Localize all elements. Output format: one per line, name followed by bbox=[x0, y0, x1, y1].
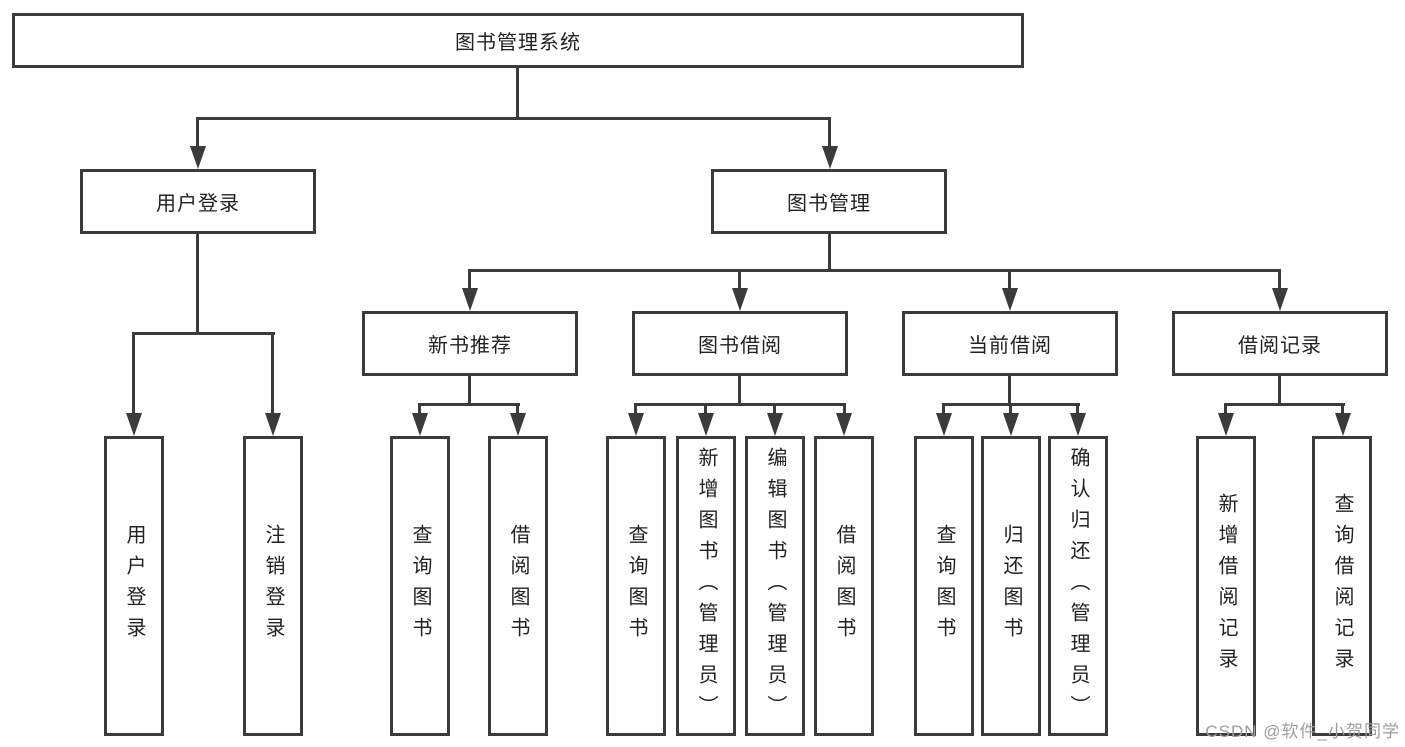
connector-line bbox=[271, 332, 274, 414]
connector-line bbox=[738, 374, 741, 405]
connector-line bbox=[468, 374, 471, 405]
arrowhead-icon bbox=[1218, 413, 1234, 436]
connector-line bbox=[704, 403, 707, 415]
arrowhead-icon bbox=[412, 413, 428, 436]
csdn-watermark: CSDN @软件_小贺同学 bbox=[1205, 722, 1400, 741]
arrowhead-icon bbox=[1070, 413, 1086, 436]
leaf-records-add-record-label: 新增借阅记录 bbox=[1215, 493, 1237, 679]
node-user-login-label: 用户登录 bbox=[156, 193, 240, 215]
connector-line bbox=[828, 233, 831, 272]
leaf-current-query-books: 查询图书 bbox=[914, 436, 974, 736]
node-root-label: 图书管理系统 bbox=[455, 32, 581, 54]
connector-line bbox=[1076, 403, 1079, 415]
node-new-book-recommend: 新书推荐 bbox=[362, 311, 578, 376]
node-current-borrowing: 当前借阅 bbox=[902, 311, 1118, 376]
connector-line bbox=[1009, 403, 1012, 415]
connector-line bbox=[516, 403, 519, 415]
leaf-newbook-query-books-label: 查询图书 bbox=[409, 524, 431, 648]
connector-line bbox=[468, 269, 1281, 272]
node-root: 图书管理系统 bbox=[12, 13, 1024, 68]
leaf-records-query-record-label: 查询借阅记录 bbox=[1331, 493, 1353, 679]
arrowhead-icon bbox=[732, 288, 748, 311]
leaf-user-login-label: 用户登录 bbox=[123, 524, 145, 648]
arrowhead-icon bbox=[1003, 413, 1019, 436]
connector-line bbox=[1008, 374, 1011, 405]
connector-line bbox=[773, 403, 776, 415]
node-borrowing-records: 借阅记录 bbox=[1172, 311, 1388, 376]
arrowhead-icon bbox=[510, 413, 526, 436]
arrowhead-icon bbox=[126, 413, 142, 436]
arrowhead-icon bbox=[1335, 413, 1351, 436]
connector-line bbox=[942, 403, 945, 415]
leaf-records-query-record: 查询借阅记录 bbox=[1312, 436, 1372, 736]
connector-line bbox=[634, 403, 637, 415]
connector-line bbox=[1278, 374, 1281, 405]
leaf-logout-label: 注销登录 bbox=[262, 524, 284, 648]
node-new-book-recommend-label: 新书推荐 bbox=[428, 335, 512, 357]
connector-line bbox=[418, 403, 421, 415]
leaf-logout: 注销登录 bbox=[243, 436, 303, 736]
leaf-current-return-books: 归还图书 bbox=[981, 436, 1041, 736]
leaf-newbook-borrow-books: 借阅图书 bbox=[488, 436, 548, 736]
connector-line bbox=[196, 233, 199, 334]
arrowhead-icon bbox=[462, 288, 478, 311]
leaf-borrow-borrow-books: 借阅图书 bbox=[814, 436, 874, 736]
arrowhead-icon bbox=[628, 413, 644, 436]
connector-line bbox=[196, 117, 831, 120]
connector-line bbox=[1278, 269, 1281, 290]
arrowhead-icon bbox=[767, 413, 783, 436]
leaf-borrow-add-books-admin: 新增图书（管理员） bbox=[676, 436, 736, 736]
node-book-management: 图书管理 bbox=[711, 169, 947, 234]
connector-line bbox=[843, 403, 846, 415]
node-borrowing-records-label: 借阅记录 bbox=[1238, 335, 1322, 357]
arrowhead-icon bbox=[836, 413, 852, 436]
node-current-borrowing-label: 当前借阅 bbox=[968, 335, 1052, 357]
connector-line bbox=[1224, 403, 1345, 406]
leaf-borrow-edit-books-admin: 编辑图书（管理员） bbox=[745, 436, 805, 736]
connector-line bbox=[1224, 403, 1227, 415]
leaf-user-login: 用户登录 bbox=[104, 436, 164, 736]
leaf-current-query-books-label: 查询图书 bbox=[933, 524, 955, 648]
connector-line bbox=[132, 332, 135, 414]
arrowhead-icon bbox=[936, 413, 952, 436]
leaf-records-add-record: 新增借阅记录 bbox=[1196, 436, 1256, 736]
leaf-current-confirm-return-admin: 确认归还（管理员） bbox=[1048, 436, 1108, 736]
node-user-login: 用户登录 bbox=[80, 169, 316, 234]
node-book-management-label: 图书管理 bbox=[787, 193, 871, 215]
leaf-current-confirm-return-admin-label: 确认归还（管理员） bbox=[1067, 446, 1089, 726]
arrowhead-icon bbox=[265, 413, 281, 436]
leaf-newbook-borrow-books-label: 借阅图书 bbox=[507, 524, 529, 648]
connector-line bbox=[738, 269, 741, 290]
connector-line bbox=[196, 117, 199, 149]
leaf-borrow-borrow-books-label: 借阅图书 bbox=[833, 524, 855, 648]
leaf-borrow-query-books: 查询图书 bbox=[606, 436, 666, 736]
leaf-borrow-query-books-label: 查询图书 bbox=[625, 524, 647, 648]
connector-line bbox=[468, 269, 471, 290]
leaf-borrow-add-books-admin-label: 新增图书（管理员） bbox=[695, 446, 717, 726]
connector-line bbox=[132, 332, 275, 335]
leaf-current-return-books-label: 归还图书 bbox=[1000, 524, 1022, 648]
leaf-borrow-edit-books-admin-label: 编辑图书（管理员） bbox=[764, 446, 786, 726]
arrowhead-icon bbox=[1002, 288, 1018, 311]
connector-line bbox=[418, 403, 520, 406]
connector-line bbox=[828, 117, 831, 149]
arrowhead-icon bbox=[190, 146, 206, 169]
connector-line bbox=[1341, 403, 1344, 415]
node-book-borrowing-label: 图书借阅 bbox=[698, 335, 782, 357]
node-book-borrowing: 图书借阅 bbox=[632, 311, 848, 376]
arrowhead-icon bbox=[822, 146, 838, 169]
connector-line bbox=[516, 68, 519, 120]
connector-line bbox=[634, 403, 846, 406]
arrowhead-icon bbox=[1272, 288, 1288, 311]
leaf-newbook-query-books: 查询图书 bbox=[390, 436, 450, 736]
connector-line bbox=[1008, 269, 1011, 290]
arrowhead-icon bbox=[698, 413, 714, 436]
